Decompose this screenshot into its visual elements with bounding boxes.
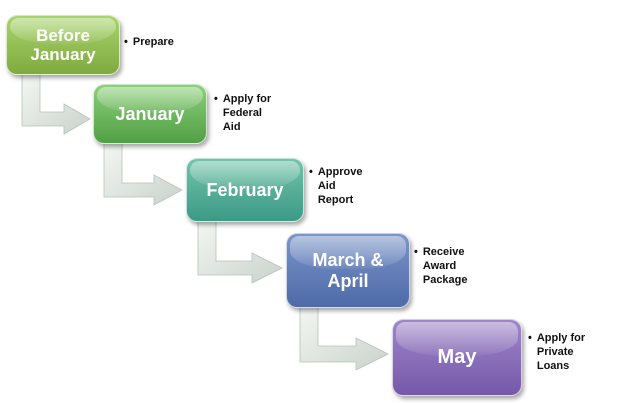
elbow-arrow-icon [103, 142, 183, 206]
bullet-icon: • [124, 36, 128, 48]
note-text: Apply for Federal Aid [222, 93, 272, 133]
note-apply-private-loans: • Apply for Private Loans [528, 332, 585, 373]
bullet-icon: • [528, 332, 532, 344]
step-may: May [392, 319, 522, 396]
note-approve-aid-report: • Approve Aid Report [309, 166, 362, 207]
note-prepare: • Prepare [124, 36, 174, 50]
note-receive-award-package: • Receive Award Package [414, 246, 468, 287]
note-text: Receive Award Package [422, 246, 468, 286]
note-text: Approve Aid Report [317, 166, 363, 206]
note-text: Prepare [132, 36, 174, 48]
step-march-april: March & April [286, 233, 410, 308]
elbow-arrow-icon [21, 73, 91, 135]
bullet-icon: • [214, 93, 218, 105]
note-text: Apply for Private Loans [536, 332, 586, 372]
bullet-icon: • [414, 246, 418, 258]
bullet-icon: • [309, 166, 313, 178]
step-january: January [93, 84, 207, 144]
step-february: February [186, 158, 304, 222]
elbow-arrow-icon [299, 306, 389, 371]
note-apply-federal-aid: • Apply for Federal Aid [214, 93, 271, 134]
elbow-arrow-icon [197, 220, 283, 284]
step-before-january: Before January [6, 15, 120, 75]
